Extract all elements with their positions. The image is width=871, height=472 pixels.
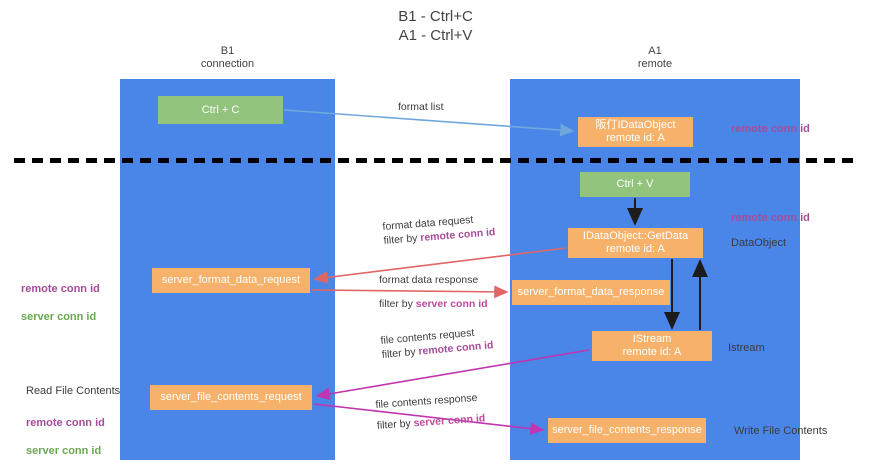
edge-label-format-data-request: format data request filter by remote con… bbox=[382, 211, 496, 248]
node-istream[interactable]: IStream remote id: A bbox=[592, 331, 712, 361]
node-server-format-data-request[interactable]: server_format_data_request bbox=[152, 268, 310, 293]
node-idataobject-getdata[interactable]: IDataObject::GetData remote id: A bbox=[568, 228, 703, 258]
edge-label-file-contents-response-filter: filter by server conn id bbox=[376, 411, 486, 433]
annotation-dataobject: DataObject bbox=[731, 237, 787, 249]
annotation-write-file-contents: Write File Contents bbox=[734, 425, 828, 437]
edge-label-format-data-response: format data response filter by server co… bbox=[379, 273, 488, 311]
annotation-read-file-contents: Read File Contents bbox=[26, 385, 121, 397]
edge-label-file-contents-response: file contents response filter by server … bbox=[375, 390, 486, 432]
node-idataobject-remote[interactable]: 阪仃IDataObject remote id: A bbox=[578, 117, 693, 147]
filter-prefix: filter by bbox=[383, 232, 421, 247]
edge-label-file-contents-response-text: file contents response bbox=[375, 391, 478, 411]
edge-label-format-data-response-text: format data response bbox=[379, 274, 479, 286]
node-server-file-contents-response[interactable]: server_file_contents_response bbox=[548, 418, 706, 443]
filter-prefix: filter by bbox=[381, 345, 419, 361]
annotation-left-remote-conn-id-2: remote conn id bbox=[26, 417, 105, 429]
swimlane-header-a1: A1 remote bbox=[637, 45, 673, 70]
filter-prefix: filter by bbox=[376, 417, 415, 432]
annotation-remote-conn-id-top: remote conn id bbox=[731, 123, 810, 135]
node-ctrl-c[interactable]: Ctrl + C bbox=[158, 96, 283, 124]
swimlane-header-b1: B1 connection bbox=[200, 45, 255, 70]
annotation-remote-conn-id-mid: remote conn id bbox=[731, 212, 810, 224]
annotation-left-server-conn-id-2: server conn id bbox=[26, 445, 102, 457]
filter-key-server-conn-id: server conn id bbox=[415, 298, 488, 310]
edge-label-format-data-response-filter: filter by server conn id bbox=[379, 297, 488, 311]
page-title: B1 - Ctrl+C A1 - Ctrl+V bbox=[398, 8, 473, 44]
annotation-istream: Istream bbox=[728, 342, 765, 354]
node-server-file-contents-request[interactable]: server_file_contents_request bbox=[150, 385, 312, 410]
filter-prefix: filter by bbox=[379, 298, 416, 310]
annotation-left-remote-conn-id: remote conn id bbox=[21, 283, 100, 295]
annotation-left-conn-ids: remote conn id server conn id bbox=[21, 268, 100, 338]
annotation-left-server-conn-id: server conn id bbox=[21, 311, 97, 323]
annotation-left-conn-ids-2: remote conn id server conn id bbox=[26, 402, 105, 472]
edge-label-format-list: format list bbox=[398, 100, 444, 114]
node-server-format-data-response[interactable]: server_format_data_response bbox=[512, 280, 670, 305]
edge-label-format-list-text: format list bbox=[398, 101, 444, 113]
node-ctrl-v[interactable]: Ctrl + V bbox=[580, 172, 690, 197]
edge-label-file-contents-request: file contents request filter by remote c… bbox=[380, 324, 494, 362]
filter-key-server-conn-id: server conn id bbox=[413, 412, 486, 430]
phase-divider-dashed-line bbox=[14, 158, 859, 163]
